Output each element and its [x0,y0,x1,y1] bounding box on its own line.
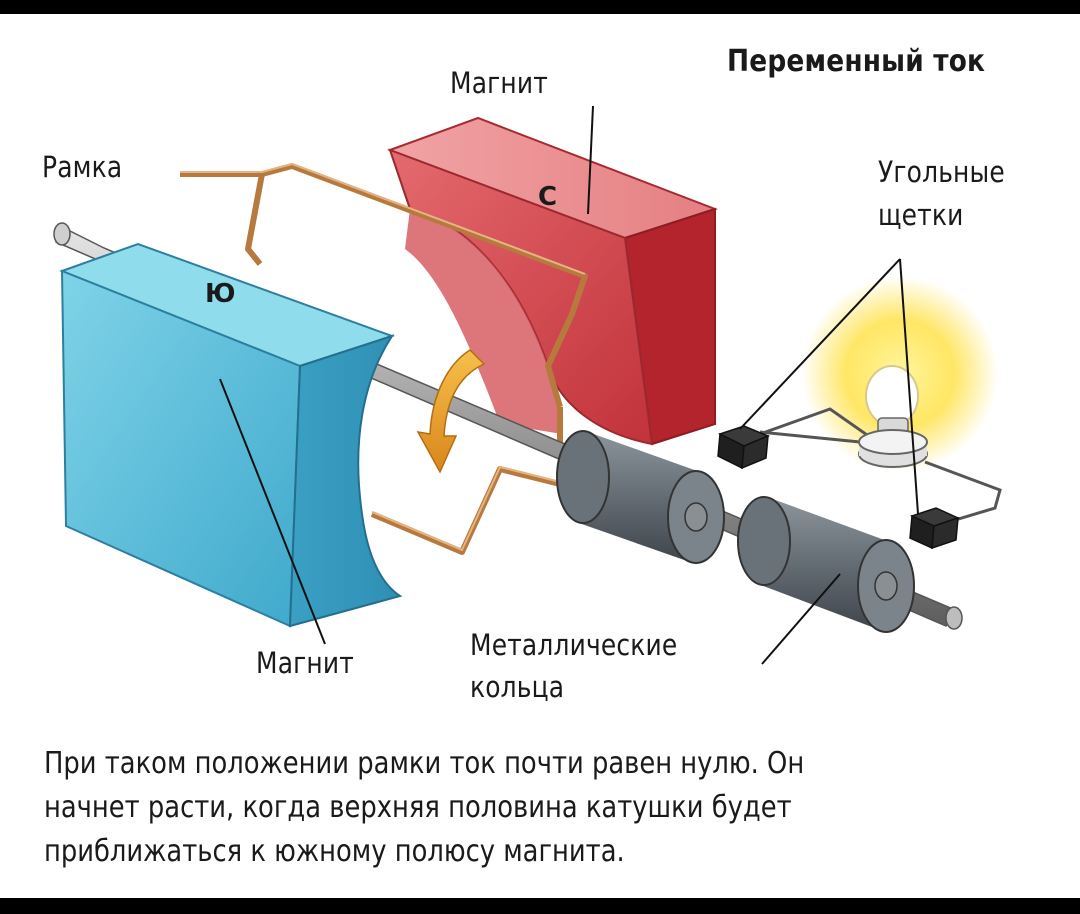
caption-line-1: При таком положении рамки ток почти раве… [44,746,805,781]
metal-ring-2 [737,496,915,633]
label-rings-line1: Металлические [470,628,678,662]
page-title: Переменный ток [727,44,986,79]
label-frame: Рамка [42,150,123,184]
magnet-north [387,116,719,446]
generator-illustration [53,105,1002,665]
pole-label-south: Ю [205,279,236,309]
carbon-brush-2 [909,507,961,550]
light-bulb-icon [858,365,928,468]
label-rings-line2: кольца [470,670,565,704]
top-border [0,0,1080,14]
carbon-brush-1 [717,425,770,470]
diagram-canvas: Переменный ток Магнит Рамка Угольные щет… [0,14,1080,898]
label-brushes-line1: Угольные [878,155,1005,189]
pole-label-north: С [538,182,558,212]
caption: При таком положении рамки ток почти раве… [44,742,804,874]
rotation-arrow-icon [416,349,486,474]
metal-ring-1 [556,430,725,564]
caption-line-3: приближаться к южному полюсу магнита. [44,834,625,869]
magnet-south [59,242,403,628]
label-magnet-bottom: Магнит [256,646,354,680]
leader-lines [219,105,919,665]
bottom-border [0,898,1080,914]
label-brushes-line2: щетки [878,198,964,232]
caption-line-2: начнет расти, когда верхняя половина кат… [44,790,792,825]
label-magnet-top: Магнит [450,66,548,100]
